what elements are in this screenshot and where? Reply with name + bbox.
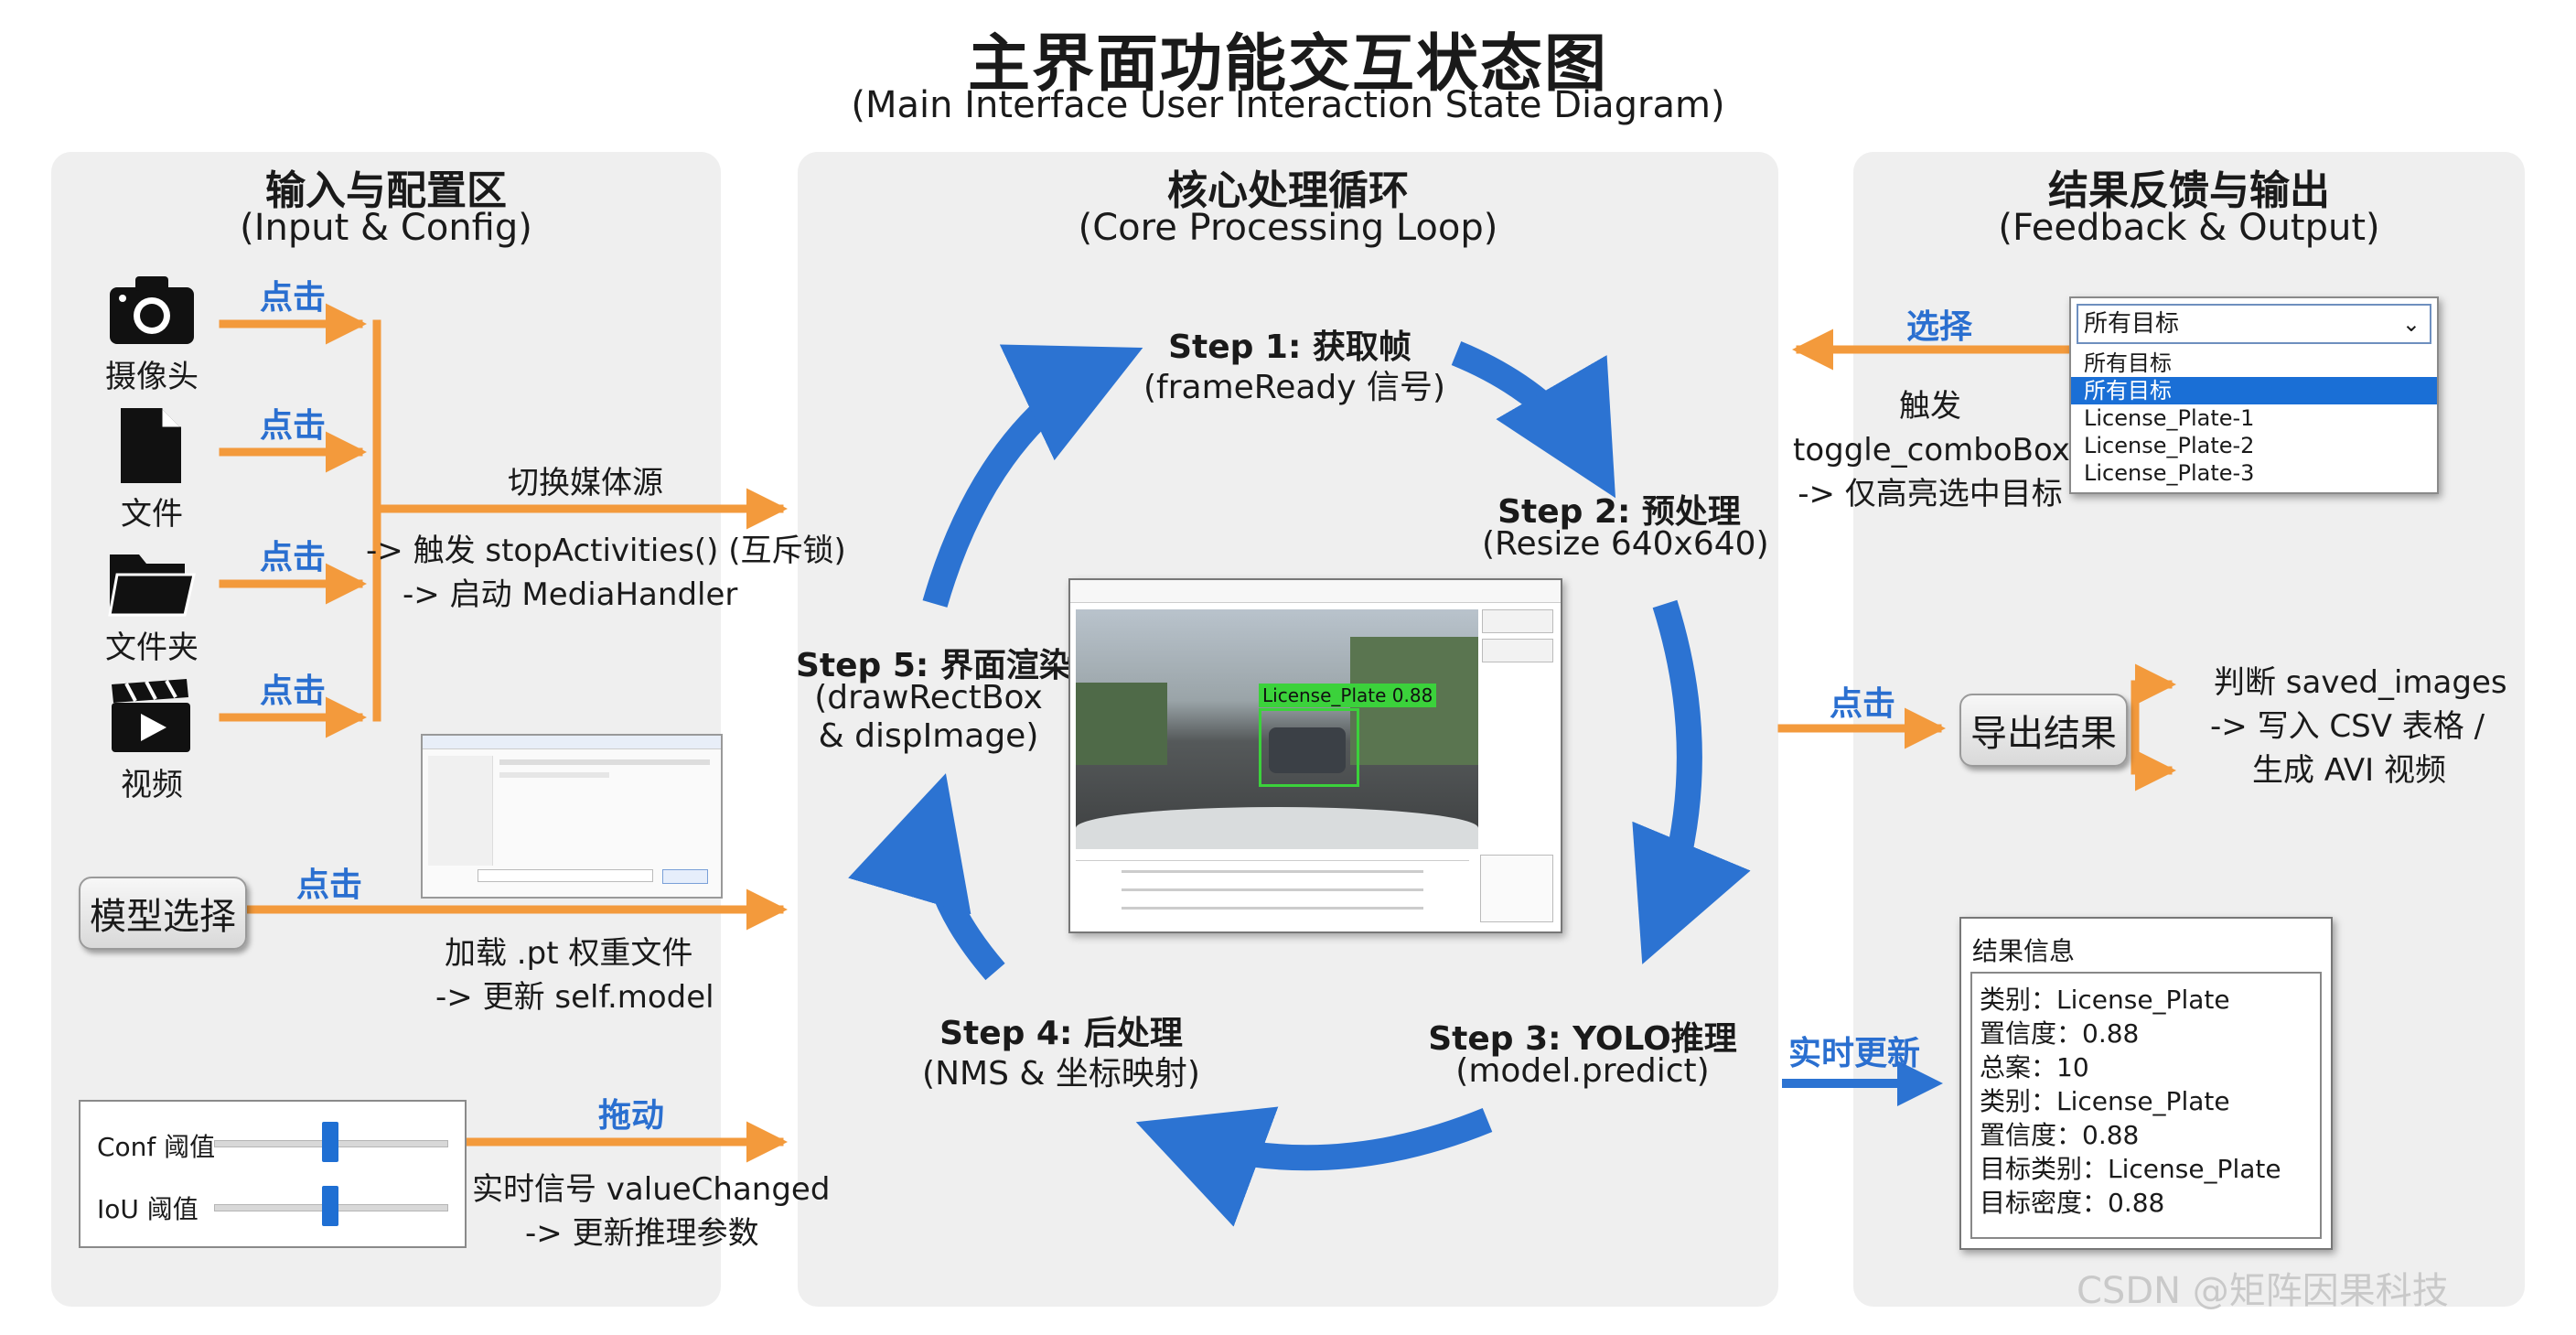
combobox-option[interactable]: License_Plate-1 [2084, 405, 2255, 431]
file-label: 文件 [121, 496, 183, 533]
camera-icon[interactable] [108, 275, 196, 346]
combo-trigger-description: 触发 toggle_comboBox -> 仅高亮选中目标 [1793, 388, 2070, 512]
combobox-option[interactable]: 所有目标 [2071, 377, 2437, 404]
result-info-title: 结果信息 [1972, 936, 2076, 966]
combo-action: 选择 [1905, 308, 1972, 346]
folder-label: 文件夹 [105, 630, 199, 666]
loop-arrow-5-1 [922, 344, 1143, 608]
step-1-detail: (frameReady 信号) [1143, 369, 1446, 406]
combobox-selected[interactable]: 所有目标 ⌄ [2077, 304, 2431, 344]
app-window-preview: License_Plate 0.88 [1068, 578, 1562, 933]
camera-label: 摄像头 [105, 359, 199, 395]
result-info-line: 总案：10 [1980, 1052, 2089, 1082]
camera-frame: License_Plate 0.88 [1076, 609, 1478, 849]
step-1-title: Step 1: 获取帧 [1168, 328, 1411, 366]
combobox-option[interactable]: 所有目标 [2084, 350, 2172, 376]
step-4-title: Step 4: 后处理 [939, 1015, 1183, 1052]
loop-arrow-3-4 [1135, 1106, 1493, 1227]
input-panel-subheading: (Input & Config) [240, 207, 532, 249]
conf-slider-handle[interactable] [322, 1122, 338, 1162]
camera-action: 点击 [259, 279, 326, 317]
combobox-option[interactable]: License_Plate-3 [2084, 460, 2255, 486]
export-action: 点击 [1829, 685, 1895, 723]
step-5-detail-line2: & dispImage) [818, 717, 1039, 755]
result-info-line: 目标类别：License_Plate [1980, 1154, 2281, 1184]
folder-icon[interactable] [108, 545, 196, 619]
video-clapper-icon[interactable] [110, 679, 192, 754]
export-results-button[interactable]: 导出结果 [1959, 694, 2128, 767]
result-update-action: 实时更新 [1787, 1035, 1920, 1072]
loop-arrow-2-3 [1632, 599, 1751, 964]
slider-action: 拖动 [597, 1097, 664, 1135]
loop-arrow-4-5 [848, 773, 1005, 981]
result-info-line: 类别：License_Plate [1980, 1086, 2230, 1116]
export-description: 判断 saved_images -> 写入 CSV 表格 / 生成 AVI 视频 [2210, 664, 2507, 789]
step-3-detail: (model.predict) [1455, 1052, 1710, 1090]
result-info-line: 置信度：0.88 [1980, 1018, 2140, 1049]
step-2-title: Step 2: 预处理 [1497, 493, 1741, 531]
result-info-line: 目标密度：0.88 [1980, 1188, 2165, 1218]
step-4-detail: (NMS & 坐标映射) [922, 1055, 1200, 1093]
file-icon[interactable] [119, 406, 183, 485]
step-2-detail: (Resize 640x640) [1482, 525, 1769, 563]
folder-action: 点击 [259, 539, 326, 576]
model-select-button[interactable]: 模型选择 [79, 877, 247, 950]
threshold-slider-panel: Conf 阈值 IoU 阈值 [79, 1100, 467, 1248]
diagram-title: 主界面功能交互状态图 [967, 28, 1608, 101]
core-panel-heading: 核心处理循环 [1167, 167, 1409, 214]
iou-slider-handle[interactable] [322, 1186, 338, 1226]
output-panel-subheading: (Feedback & Output) [1998, 207, 2380, 249]
file-action: 点击 [259, 407, 326, 445]
switch-source-description: -> 触发 stopActivities() (互斥锁) -> 启动 Media… [366, 533, 846, 613]
model-description: 加载 .pt 权重文件 -> 更新 self.model [435, 935, 714, 1016]
core-panel-subheading: (Core Processing Loop) [1078, 207, 1498, 249]
file-dialog-thumbnail [421, 734, 723, 899]
chevron-down-icon: ⌄ [2401, 311, 2420, 337]
diagram-subtitle: (Main Interface User Interaction State D… [851, 84, 1725, 126]
watermark: CSDN @矩阵因果科技 [2077, 1270, 2449, 1312]
combobox-option[interactable]: License_Plate-2 [2084, 433, 2255, 458]
video-label: 视频 [121, 767, 183, 803]
detection-box: License_Plate 0.88 [1259, 684, 1437, 787]
result-info-line: 类别：License_Plate [1980, 985, 2230, 1015]
conf-slider-label: Conf 阈值 [97, 1132, 216, 1162]
output-panel-heading: 结果反馈与输出 [2048, 167, 2330, 214]
loop-arrow-1-2 [1451, 341, 1616, 499]
slider-description: 实时信号 valueChanged -> 更新推理参数 [472, 1171, 831, 1252]
step-3-title: Step 3: YOLO推理 [1428, 1020, 1737, 1058]
input-panel-heading: 输入与配置区 [265, 167, 507, 214]
result-info-line: 置信度：0.88 [1980, 1120, 2140, 1150]
iou-slider-label: IoU 阈值 [97, 1194, 199, 1224]
video-action: 点击 [259, 673, 326, 710]
step-5-title: Step 5: 界面渲染 [796, 647, 1072, 684]
switch-source-label: 切换媒体源 [508, 465, 663, 501]
model-action: 点击 [295, 867, 362, 904]
step-5-detail-line1: (drawRectBox [814, 679, 1043, 716]
detection-label: License_Plate 0.88 [1259, 684, 1437, 707]
